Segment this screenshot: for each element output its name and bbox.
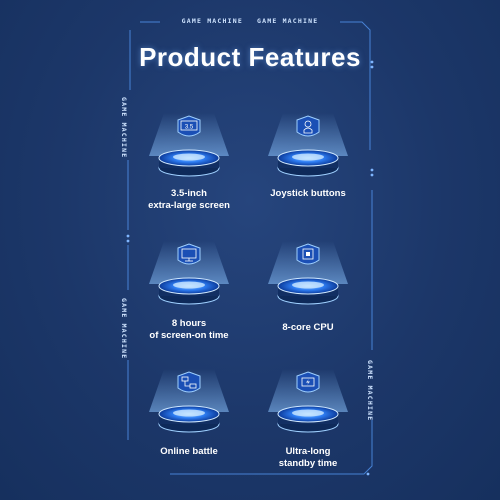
feature-screen-on-time: 8 hours of screen-on time [109, 236, 269, 366]
monitor-icon [181, 248, 197, 262]
feature-joystick: Joystick buttons [228, 108, 388, 238]
header-tag: GAME MACHINE [181, 17, 243, 25]
feature-label-line1: Ultra-long [285, 446, 331, 457]
network-icon [181, 376, 197, 389]
pedestal-graphic: 3.5 [149, 113, 229, 177]
feature-label-line2: of screen-on time [149, 330, 229, 341]
pedestal-graphic [149, 241, 229, 305]
feature-online-battle: Online battle [109, 364, 269, 494]
feature-label-line1: Online battle [160, 446, 218, 457]
feature-standby: Ultra-long standby time [228, 364, 388, 494]
feature-label-line1: Joystick buttons [270, 188, 346, 199]
pedestal-graphic [149, 369, 229, 433]
screen-size-icon: 3.5 [185, 125, 194, 131]
page-title: Product Features [139, 42, 361, 72]
pedestal-graphic [268, 113, 348, 177]
header-tags: GAME MACHINE GAME MACHINE [0, 17, 500, 25]
feature-cpu: 8-core CPU [228, 236, 388, 366]
feature-label-line1: 8-core CPU [282, 322, 334, 333]
feature-label-line2: standby time [278, 458, 338, 469]
feature-label-line1: 3.5-inch [171, 188, 207, 199]
pedestal-graphic [268, 241, 348, 305]
feature-label-line2: extra-large screen [148, 200, 230, 211]
cpu-icon [302, 248, 314, 260]
header-tag: GAME MACHINE [257, 17, 319, 25]
side-tag-right: GAME MACHINE [366, 360, 374, 422]
pedestal-graphic [268, 369, 348, 433]
side-tag-left-top: GAME MACHINE [120, 97, 128, 159]
side-tag-left-bottom: GAME MACHINE [120, 298, 128, 360]
joystick-icon [303, 120, 313, 134]
feature-screen-size: 3.5 3.5-inch extra-large screen [109, 108, 269, 238]
battery-icon [301, 377, 315, 387]
feature-label-line1: 8 hours [171, 318, 207, 329]
